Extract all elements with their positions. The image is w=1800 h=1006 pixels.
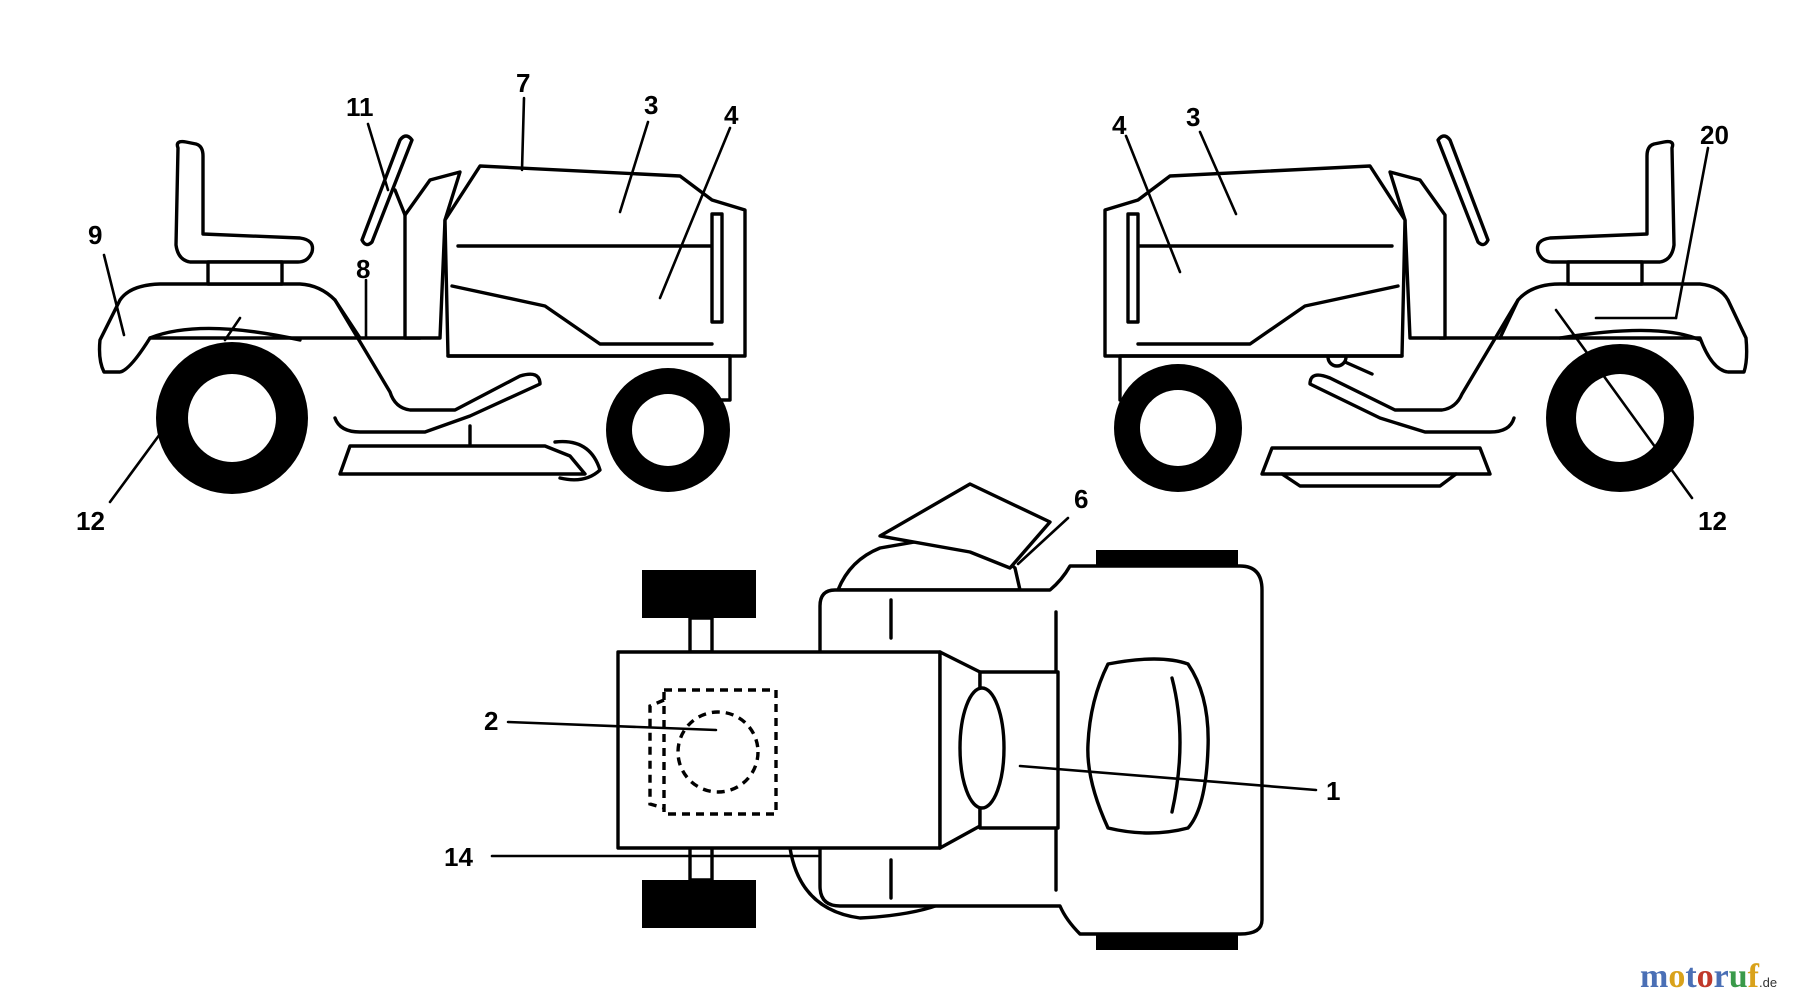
callout-label: 1 xyxy=(1326,776,1340,806)
front-wheel-left xyxy=(606,368,730,492)
callout-label: 14 xyxy=(444,842,473,872)
watermark-letter: m xyxy=(1640,958,1669,995)
callout-label: 3 xyxy=(644,90,658,120)
callout-label: 11 xyxy=(346,92,374,122)
leader-3 xyxy=(618,120,650,214)
leader-20 xyxy=(1674,146,1710,320)
hood-right xyxy=(1103,164,1407,402)
leader-4 xyxy=(1124,134,1182,274)
watermark-logo: motoruf.de xyxy=(1640,958,1777,996)
rear-wheel-right xyxy=(1546,344,1694,492)
mower-left-view: 7 11 3 4 9 8 12 xyxy=(76,68,747,536)
leader-1 xyxy=(1018,764,1318,792)
leader-7 xyxy=(520,96,526,172)
mower-deck-right xyxy=(1260,446,1492,488)
callout-label: 12 xyxy=(76,506,105,536)
hood-left xyxy=(443,164,747,402)
hood-top xyxy=(616,650,1060,850)
callout-label: 20 xyxy=(1700,120,1729,150)
watermark-letter: o xyxy=(1668,958,1686,995)
wheel-top-left xyxy=(642,570,756,618)
callout-label: 12 xyxy=(1698,506,1727,536)
leader-3 xyxy=(1198,130,1238,216)
leader-6 xyxy=(1016,516,1070,566)
callout-label: 6 xyxy=(1074,484,1088,514)
front-wheel-right xyxy=(1114,364,1242,492)
watermark-letter: t xyxy=(1685,958,1697,995)
mower-right-view: 4 3 20 12 xyxy=(1103,102,1749,536)
watermark-letter: r xyxy=(1713,958,1729,995)
callout-label: 8 xyxy=(356,254,370,284)
callout-label: 3 xyxy=(1186,102,1200,132)
rear-wheel-left xyxy=(156,342,308,494)
wheel-bottom-left xyxy=(642,880,756,928)
callout-label: 4 xyxy=(1112,110,1127,140)
watermark-letter: f xyxy=(1747,958,1759,995)
seat-top xyxy=(1086,657,1210,835)
mower-top-view: 6 2 1 14 xyxy=(444,482,1340,950)
callout-label: 2 xyxy=(484,706,498,736)
seat-right xyxy=(1535,139,1676,286)
leader-11 xyxy=(366,122,390,192)
leader-9 xyxy=(102,253,126,337)
leader-12 xyxy=(108,432,162,504)
callout-label: 7 xyxy=(516,68,530,98)
watermark-letter: o xyxy=(1696,958,1714,995)
leader-4 xyxy=(658,126,732,300)
seat-left xyxy=(174,139,315,286)
callout-label: 4 xyxy=(724,100,739,130)
mower-deck-left xyxy=(338,424,602,482)
leader-12 xyxy=(1554,308,1694,500)
leader-2 xyxy=(506,720,718,732)
watermark-tld: .de xyxy=(1759,975,1778,990)
callout-label: 9 xyxy=(88,220,102,250)
watermark-letter: u xyxy=(1728,958,1748,995)
rear-fender-right xyxy=(1498,282,1749,374)
discharge-chute xyxy=(836,482,1052,592)
